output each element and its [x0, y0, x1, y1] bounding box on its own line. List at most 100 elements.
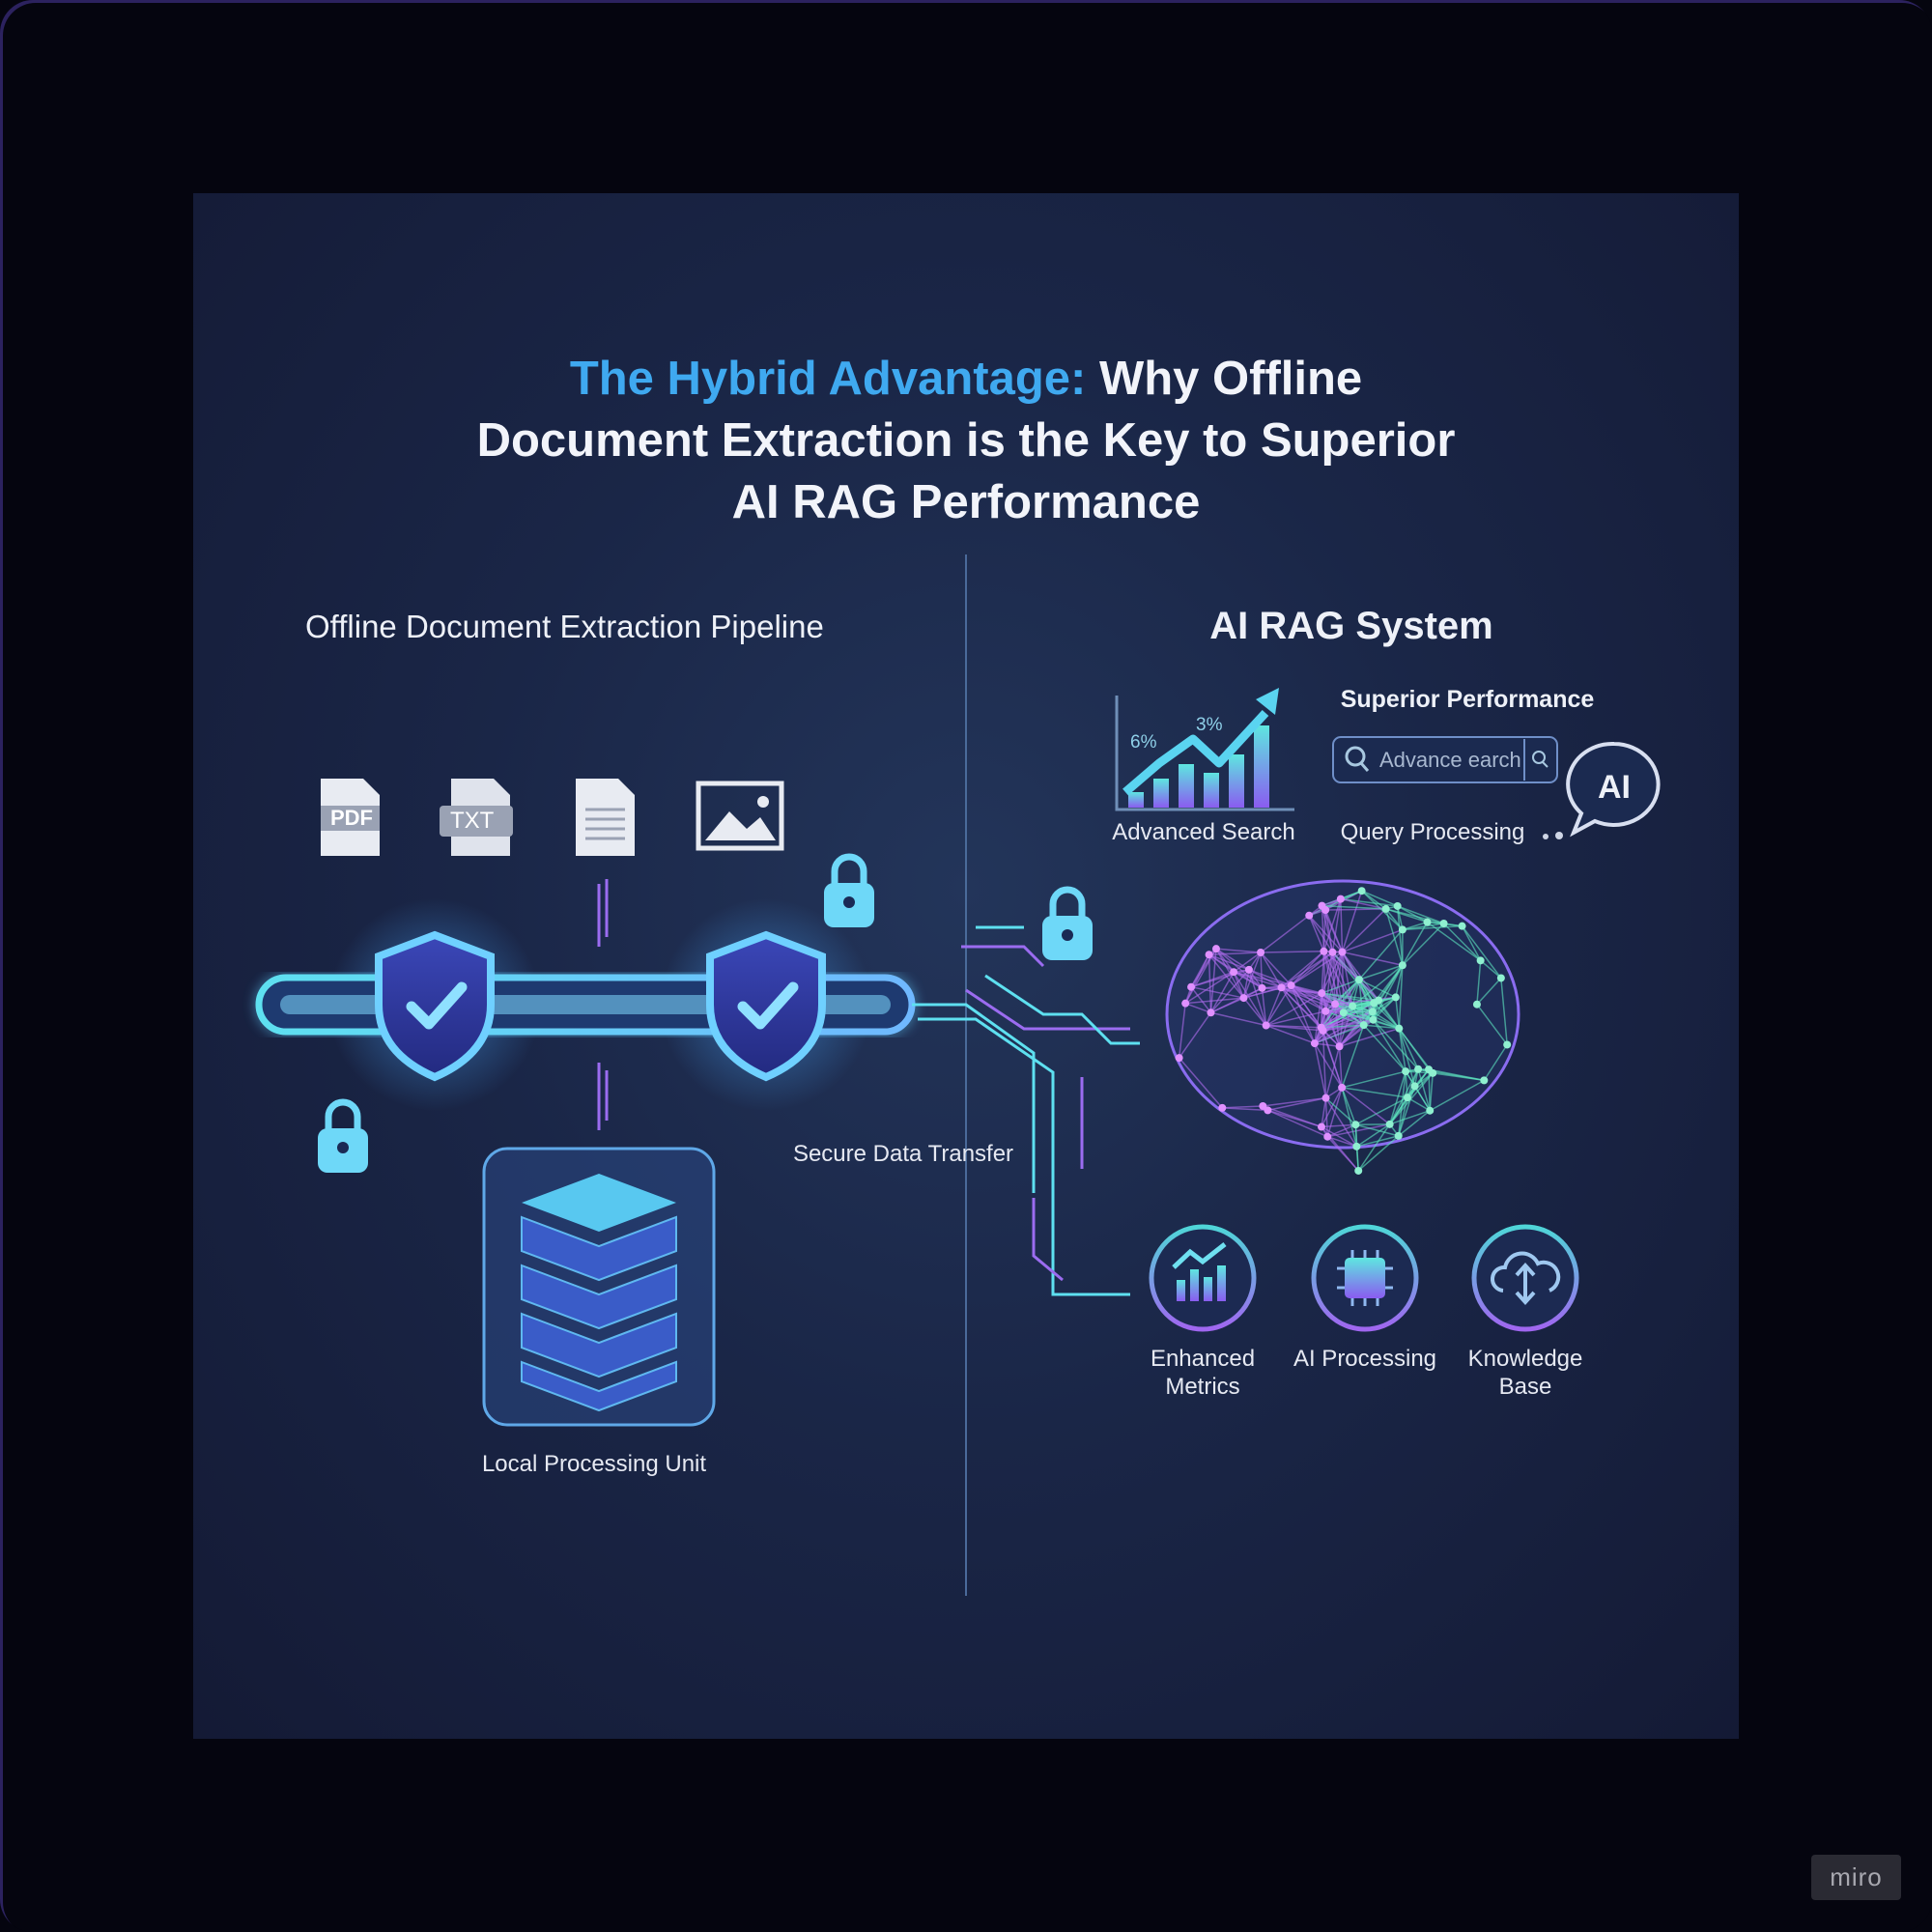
brain-node [1439, 919, 1448, 927]
brain-node [1496, 974, 1505, 982]
brain-link [1342, 1087, 1408, 1098]
brain-link [1378, 1000, 1400, 1030]
brain-link [1476, 960, 1482, 1005]
brain-node [1244, 965, 1253, 974]
search-input[interactable]: Advance earch [1379, 748, 1521, 772]
brain-link [1321, 952, 1334, 994]
brain-link [1402, 923, 1444, 931]
brain-link [1372, 1019, 1406, 1072]
brain-link [1190, 986, 1212, 1013]
brain-link [1242, 997, 1267, 1026]
brain-link [1208, 952, 1262, 955]
brain-link [1321, 1097, 1327, 1127]
transfer-label: Secure Data Transfer [792, 1141, 1014, 1167]
brain-link [1361, 890, 1404, 930]
brain-link [1260, 915, 1310, 953]
brain-link [1280, 986, 1322, 1029]
brain-link [1263, 1105, 1322, 1128]
brain-link [1355, 1096, 1408, 1125]
brain-link [1291, 951, 1324, 986]
brain-node [1205, 951, 1213, 959]
brain-link [1427, 921, 1482, 961]
brain-link [1321, 905, 1334, 952]
document-icon [576, 779, 635, 856]
brain-node [1426, 1106, 1435, 1115]
brain-node [1338, 1083, 1347, 1092]
brain-link [1321, 992, 1374, 1021]
brain-node [1320, 947, 1328, 955]
brain-link [1233, 971, 1263, 989]
shield-check-icon [375, 930, 495, 1082]
pdf-label: PDF [330, 806, 373, 830]
brain-link [1340, 897, 1386, 910]
brain-link [1429, 1079, 1485, 1112]
brain-link [1215, 948, 1262, 953]
brain-link [1331, 952, 1379, 1002]
title-line2: Document Extraction is the Key to Superi… [476, 414, 1456, 467]
brain-link [1267, 1096, 1326, 1112]
brain-node [1257, 949, 1265, 957]
brain-node [1398, 925, 1406, 934]
server-icon [482, 1147, 716, 1427]
brain-node [1339, 1009, 1348, 1017]
brain-link [1500, 978, 1508, 1045]
brain-link [1265, 1010, 1326, 1027]
brain-node [1335, 1042, 1344, 1051]
brain-link [1222, 1107, 1268, 1112]
brain-link [1263, 1096, 1326, 1107]
brain-link [1341, 1087, 1358, 1148]
brain-link [1405, 1071, 1408, 1098]
image-file-icon [696, 781, 784, 851]
brain-link [1355, 1123, 1391, 1148]
brain-node [1381, 904, 1390, 913]
brain-link [1340, 898, 1344, 952]
brain-link [1314, 1042, 1327, 1098]
brain-link [1314, 1011, 1345, 1044]
brain-link [1361, 890, 1398, 907]
brain-link [1242, 969, 1250, 999]
brain-link [1248, 969, 1267, 1026]
brain-link [1355, 1123, 1399, 1137]
brain-link [1340, 897, 1398, 907]
brain-link [1428, 1069, 1431, 1111]
brain-link [1324, 1097, 1358, 1148]
brain-link [1402, 923, 1445, 966]
brain-link [1395, 965, 1404, 998]
brain-link [1179, 1057, 1223, 1109]
brain-node [1230, 968, 1238, 977]
brain-link [1248, 969, 1292, 986]
lock-icon [824, 853, 874, 927]
brain-node [1277, 983, 1286, 992]
brain-network-icon [1165, 879, 1520, 1175]
brain-node [1414, 1065, 1423, 1073]
chart-bar [1179, 764, 1194, 808]
brain-link [1397, 905, 1444, 924]
brain-link [1321, 905, 1325, 952]
brain-link [1281, 986, 1326, 1012]
brain-link [1331, 898, 1342, 952]
query-processing-label: Query Processing [1340, 819, 1525, 845]
brain-link [1372, 996, 1397, 1012]
brain-link [1321, 904, 1386, 910]
brain-link [1358, 964, 1404, 980]
brain-link [1260, 952, 1283, 988]
brain-link [1358, 979, 1397, 999]
brain-link [1321, 1027, 1343, 1089]
txt-file-icon [440, 779, 513, 856]
brain-link [1215, 948, 1235, 973]
brain-link [1185, 997, 1244, 1005]
brain-link [1210, 1011, 1266, 1027]
brain-link [1389, 1110, 1431, 1125]
brain-link [1384, 908, 1404, 966]
ai-chat-bubble-icon [1543, 741, 1661, 839]
brain-link [1461, 925, 1482, 961]
brain-link [1281, 986, 1345, 1013]
brain-link [1321, 1018, 1374, 1029]
brain-link [1341, 908, 1387, 953]
brain-node [1318, 989, 1326, 998]
brain-link [1190, 971, 1235, 988]
brain-node [1336, 895, 1345, 903]
brain-node [1317, 1122, 1325, 1131]
brain-node [1331, 1000, 1340, 1009]
brain-node [1394, 1131, 1403, 1140]
